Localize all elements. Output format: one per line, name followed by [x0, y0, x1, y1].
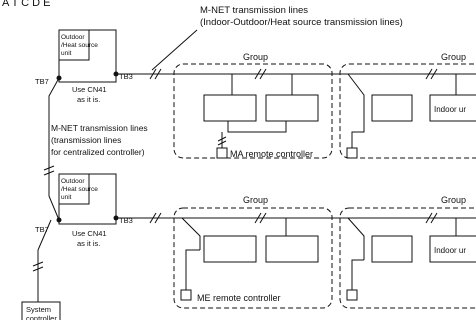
tb7-label-upper: TB7 [35, 77, 49, 86]
outdoor-unit-label-upper-2: /Heat source [61, 42, 98, 49]
indoor-unit [371, 94, 413, 122]
ma-remote-label: MA remote controller [230, 149, 313, 159]
indoor-unit [429, 235, 476, 263]
drop-line [347, 73, 365, 121]
remote-controller [346, 289, 358, 301]
remote-wiring [351, 121, 365, 148]
group-boundary-upper-2 [339, 63, 476, 159]
remote-wiring [227, 121, 287, 133]
system-controller-label-2: controller [26, 314, 57, 320]
indoor-unit [203, 235, 257, 263]
network-label-line1: M-NET transmission lines [200, 5, 308, 16]
indoor-unit [265, 94, 319, 122]
indoor-unit [429, 94, 476, 122]
indoor-unit-label: Indoor ur [434, 246, 466, 255]
outdoor-unit-label-box-upper [58, 29, 90, 61]
indoor-unit [203, 94, 257, 122]
group-label-lower-1: Group [243, 195, 268, 205]
me-remote-controller [180, 289, 192, 301]
transmission-bus-lower [116, 212, 476, 224]
indoor-unit [371, 235, 413, 263]
group-label-upper-1: Group [243, 52, 268, 62]
network-label-leader [151, 29, 198, 71]
group-label-upper-2: Group [441, 52, 466, 62]
tb3-label-upper: TB3 [119, 72, 133, 81]
remote-wiring [185, 249, 200, 290]
network-label-line2: (Indoor-Outdoor/Heat source transmission… [200, 17, 403, 28]
drop-line [181, 217, 201, 250]
central-transmission-line [32, 77, 60, 302]
use-cn41-lower-1: Use CN41 [72, 229, 107, 238]
central-label-line1: M-NET transmission lines [51, 123, 148, 133]
use-cn41-upper-1: Use CN41 [72, 85, 107, 94]
outdoor-unit-label-lower-2: /Heat source [61, 186, 98, 193]
outdoor-unit-label-upper-3: unit [61, 50, 72, 57]
group-boundary-upper-1 [173, 63, 333, 159]
outdoor-unit-label-lower-1: Outdoor [61, 178, 85, 185]
group-boundary-lower-1 [173, 207, 333, 309]
group-label-lower-2: Group [441, 195, 466, 205]
outdoor-unit-label-upper-1: Outdoor [61, 34, 85, 41]
indoor-unit-label: Indoor ur [434, 105, 466, 114]
tb7-label-lower: TB7 [35, 225, 49, 234]
use-cn41-lower-2: as it is. [77, 239, 100, 248]
me-remote-label: ME remote controller [197, 293, 281, 303]
tb3-label-lower: TB3 [119, 216, 133, 225]
ma-remote-controller [216, 147, 228, 159]
remote-wiring [351, 259, 364, 290]
system-controller-label-1: System [26, 305, 51, 314]
system-controller-box [21, 301, 61, 320]
page-heading: A T C D E [2, 0, 51, 9]
remote-controller [346, 147, 358, 159]
outdoor-unit-label-lower-3: unit [61, 194, 72, 201]
indoor-unit [265, 235, 319, 263]
group-boundary-lower-2 [339, 207, 476, 309]
use-cn41-upper-2: as it is. [77, 95, 100, 104]
drop-line [347, 217, 365, 260]
central-label-line2: (transmission lines [51, 135, 121, 145]
central-label-line3: for centralized controller) [51, 147, 145, 157]
outdoor-unit-label-box-lower [58, 173, 90, 205]
transmission-bus-upper [116, 68, 476, 80]
